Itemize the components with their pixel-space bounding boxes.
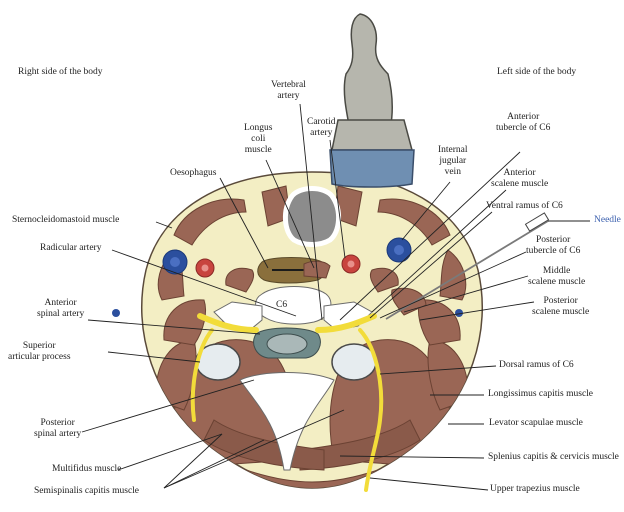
label-dorsal-ramus: Dorsal ramus of C6 [499,360,574,371]
internal-jugular-vein-left-inner [394,245,404,255]
articular-process-left [332,344,376,380]
label-levator-scapulae: Levator scapulae muscle [489,418,583,429]
external-jugular-right [112,309,120,317]
label-posterior-scalene: Posterior scalene muscle [532,296,589,318]
label-splenius: Splenius capitis & cervicis muscle [488,452,619,463]
label-posterior-spinal-artery: Posterior spinal artery [34,418,81,440]
ultrasound-probe-body [332,120,412,150]
ultrasound-probe-handle [344,14,392,130]
label-internal-jugular-vein: Internal jugular vein [438,145,468,178]
label-oesophagus: Oesophagus [170,168,216,179]
label-semispinalis: Semispinalis capitis muscle [34,486,139,497]
label-anterior-scalene: Anterior scalene muscle [491,168,548,190]
label-c6: C6 [276,300,287,311]
spinal-cord [267,334,307,354]
label-carotid-artery: Carotid artery [307,117,336,139]
label-radicular-artery: Radicular artery [40,243,101,254]
internal-jugular-vein-right-inner [170,257,180,267]
label-upper-trapezius: Upper trapezius muscle [490,484,580,495]
ultrasound-probe-base [330,150,414,187]
label-anterior-spinal-artery: Anterior spinal artery [37,298,84,320]
label-vertebral-artery: Vertebral artery [271,80,306,102]
label-longissimus: Longissimus capitis muscle [488,389,593,400]
carotid-artery-left-inner [348,261,355,268]
trachea [285,189,338,245]
label-longus-coli: Longus coli muscle [244,123,273,156]
carotid-artery-right-inner [202,265,209,272]
side-label-left: Left side of the body [497,67,576,78]
label-middle-scalene: Middle scalene muscle [528,266,585,288]
label-superior-articular: Superior articular process [8,341,71,363]
label-anterior-tubercle: Anterior tubercle of C6 [496,112,550,134]
label-needle: Needle [594,215,621,226]
label-posterior-tubercle: Posterior tubercle of C6 [526,235,580,257]
label-ventral-ramus: Ventral ramus of C6 [486,201,563,212]
label-sternocleidomastoid: Sternocleidomastoid muscle [12,215,119,226]
label-multifidus: Multifidus muscle [52,464,121,475]
side-label-right: Right side of the body [18,67,102,78]
